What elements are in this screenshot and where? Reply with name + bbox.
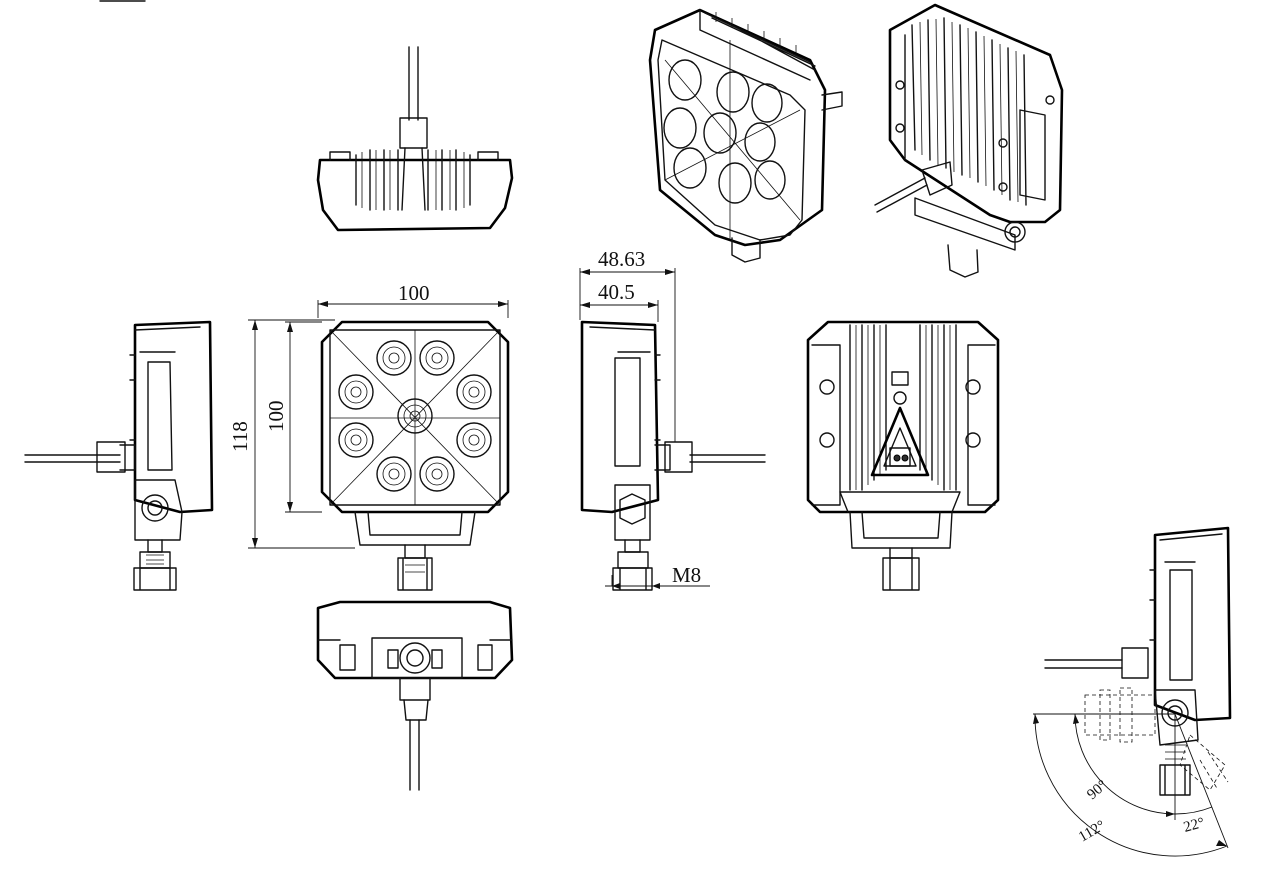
- rear-fins: [849, 324, 957, 491]
- led-lens: [376, 340, 412, 376]
- depth-outer-label: 48.63: [598, 247, 645, 271]
- rear-view: [806, 320, 1000, 591]
- bottom-view: [316, 600, 514, 791]
- top-view: [316, 46, 514, 232]
- dimension-height: 118 100: [228, 319, 355, 549]
- width-label: 100: [398, 281, 430, 305]
- led-lens: [456, 422, 492, 458]
- thread-label: M8: [672, 563, 701, 587]
- height-outer-label: 118: [228, 421, 252, 452]
- depth-inner-label: 40.5: [598, 280, 635, 304]
- dimension-width: 100: [317, 281, 509, 318]
- max-angle-label: 112°: [1076, 818, 1108, 846]
- led-lens: [338, 422, 374, 458]
- height-inner-label: 100: [264, 401, 288, 433]
- left-side-view: [24, 320, 214, 591]
- tilt-detail-view: 90° 112° 22°: [1033, 526, 1232, 857]
- thread-callout: M8: [605, 563, 710, 589]
- led-lens: [456, 374, 492, 410]
- led-lens: [419, 456, 455, 492]
- extra-angle-label: 22°: [1182, 815, 1206, 836]
- tilt-label: 90°: [1084, 777, 1110, 803]
- iso-front-leds: [663, 40, 801, 240]
- dimension-depth: 48.63 40.5: [579, 247, 676, 442]
- iso-rear-view: [874, 3, 1064, 278]
- led-lens: [376, 456, 412, 492]
- right-side-view: [580, 320, 766, 591]
- led-lens: [419, 340, 455, 376]
- iso-front-fins: [704, 12, 816, 71]
- top-fins: [355, 149, 471, 211]
- front-view: [320, 320, 510, 591]
- led-lens: [338, 374, 374, 410]
- iso-front-view: [648, 8, 843, 263]
- iso-rear-fins: [911, 17, 1027, 206]
